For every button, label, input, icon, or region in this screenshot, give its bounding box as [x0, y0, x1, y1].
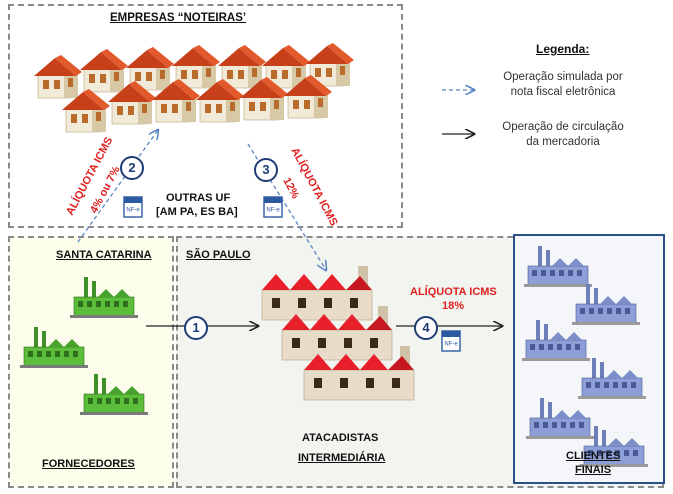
santa-catarina-title: SANTA CATARINA: [56, 249, 152, 261]
aliquota-3-line2: 12%: [280, 176, 301, 201]
factory-icon: [69, 276, 139, 319]
nfe-document-icon: NF-e: [441, 330, 461, 352]
legend-solid-line1: Operação de circulação: [502, 121, 624, 133]
noteiras-title: EMPRESAS “NOTEIRAS’: [110, 12, 247, 24]
house-icon: [79, 48, 129, 93]
aliquota-4-line2: 18%: [442, 300, 465, 312]
factory-icon: [571, 283, 641, 326]
aliquota-4-line1: ALÍQUOTA ICMS: [410, 286, 497, 298]
atacadistas-label-line2: INTERMEDIÁRIA: [298, 452, 386, 464]
clientes-label-line1: CLIENTES: [566, 450, 621, 462]
nfe-label: NF-e: [126, 208, 140, 214]
factory-icon: [79, 373, 149, 416]
factory-icon: [523, 245, 593, 288]
outras-uf-line1: OUTRAS UF: [166, 192, 231, 204]
clientes-label-line2: FINAIS: [575, 464, 612, 476]
fornecedores-label: FORNECEDORES: [42, 458, 135, 470]
nfe-document-icon: NF-e: [123, 196, 143, 218]
atacadistas-label-line1: ATACADISTAS: [302, 432, 379, 444]
legend-dashed-line2: nota fiscal eletrônica: [510, 86, 616, 98]
outras-uf-line2: [AM PA, ES BA]: [156, 206, 238, 218]
legend-title: Legenda:: [536, 42, 590, 56]
step-4-badge: 4: [414, 316, 438, 340]
factory-icon: [19, 326, 89, 369]
factory-icon: [521, 319, 591, 362]
warehouse-icon: [261, 265, 373, 321]
factory-icon: [525, 397, 595, 440]
sao-paulo-title: SÃO PAULO: [186, 249, 251, 261]
nfe-label: NF-e: [266, 208, 280, 214]
nfe-document-icon: NF-e: [263, 196, 283, 218]
step-3-badge: 3: [254, 158, 278, 182]
legend-dashed-line1: Operação simulada por: [503, 71, 623, 83]
house-icon: [33, 54, 83, 99]
arrow-sc-to-noteiras: [77, 130, 158, 243]
nfe-label: NF-e: [444, 342, 458, 348]
step-1-badge: 1: [184, 316, 208, 340]
step-2-badge: 2: [120, 156, 144, 180]
factory-icon: [577, 357, 647, 400]
legend-solid-line2: da mercadoria: [526, 136, 600, 148]
